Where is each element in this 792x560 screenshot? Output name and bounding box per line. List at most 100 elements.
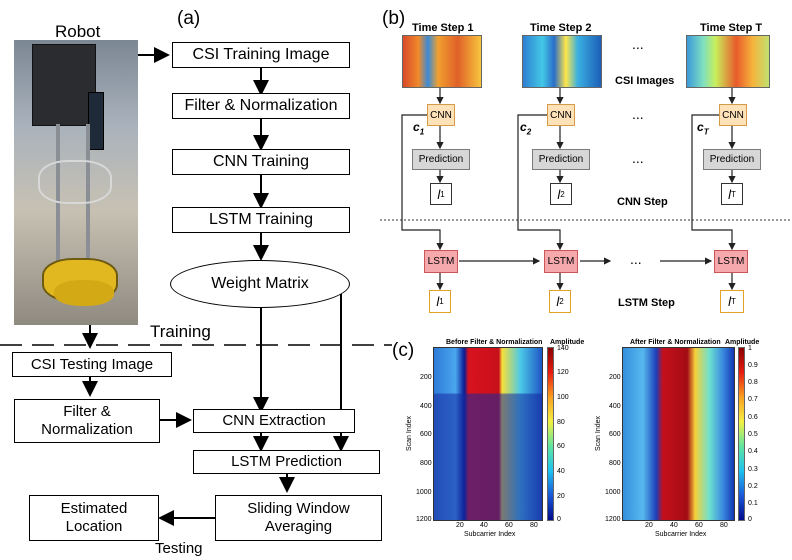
left-xtick: 60 [505,522,513,529]
filter-normalization-2-box: Filter & Normalization [14,399,160,443]
weight-matrix-ellipse: Weight Matrix [170,260,350,308]
lstm-output-t-letter: l [728,294,731,309]
dots-cnn: ... [632,106,644,122]
csi-image-step-2 [522,35,602,88]
right-ylabel: Scan Index [595,415,603,452]
right-cbar-tick: 0.6 [748,414,758,421]
prediction-block-2: Prediction [532,149,590,170]
panel-a-label: (a) [177,8,201,29]
ct-letter: c [697,120,704,134]
c1-label: c1 [413,120,424,136]
dots-top: ... [632,36,644,52]
ct-label: cT [697,120,709,136]
left-cbar-tick: 100 [557,394,569,401]
left-colorbar [547,347,554,521]
cnn-step-label: CNN Step [617,196,668,208]
right-heatmap [622,347,735,521]
cnn-block-t: CNN [719,104,747,126]
left-cbar-tick: 40 [557,468,565,475]
right-xtick: 80 [720,522,728,529]
left-cbar-tick: 120 [557,369,569,376]
left-cbar-tick: 140 [557,345,569,352]
lstm-output-2-letter: l [556,294,560,309]
lstm-step-label: LSTM Step [618,297,675,309]
right-ytick: 200 [609,374,621,381]
left-xtick: 20 [456,522,464,529]
right-amplitude-label: Amplitude [725,339,760,346]
csi-image-step-t [686,35,770,88]
csi-training-image-box: CSI Training Image [172,42,350,68]
robot-phone [88,92,104,150]
cnn-output-1-sub: 1 [440,189,445,199]
right-ytick: 400 [609,403,621,410]
robot-cables [38,160,112,204]
left-ylabel: Scan Index [406,415,414,452]
cnn-training-box: CNN Training [172,149,350,175]
left-xtick: 80 [530,522,538,529]
right-cbar-tick: 0.2 [748,483,758,490]
left-cbar-tick: 0 [557,516,561,523]
training-label: Training [150,322,211,341]
panel-b-label: (b) [382,8,406,29]
lstm-block-2: LSTM [544,250,578,273]
left-ytick: 400 [420,403,432,410]
left-cbar-tick: 60 [557,443,565,450]
prediction-block-1: Prediction [412,149,470,170]
right-cbar-tick: 0.7 [748,396,758,403]
left-heatmap-title: Before Filter & Normalization [446,339,543,346]
c2-letter: c [520,120,527,134]
robot-label: Robot [55,22,101,41]
left-ytick: 1200 [416,516,432,523]
cnn-block-1: CNN [427,104,455,126]
left-cbar-tick: 80 [557,419,565,426]
testing-label: Testing [155,540,203,557]
lstm-output-t-sub: T [731,297,736,306]
right-xtick: 60 [695,522,703,529]
right-cbar-tick: 0.5 [748,431,758,438]
lstm-block-1: LSTM [424,250,458,273]
left-heatmap [433,347,543,521]
time-step-2-label: Time Step 2 [530,22,592,34]
prediction-block-t: Prediction [703,149,761,170]
right-ytick: 1200 [605,516,621,523]
cnn-output-t-letter: l [728,186,731,202]
right-xlabel: Subcarrier Index [655,531,707,538]
ct-subscript: T [703,127,709,137]
right-colorbar [738,347,745,521]
left-xtick: 40 [480,522,488,529]
time-step-1-label: Time Step 1 [412,22,474,34]
right-ytick: 800 [609,460,621,467]
right-cbar-tick: 0.3 [748,466,758,473]
csi-images-label: CSI Images [615,75,675,87]
time-step-t-label: Time Step T [700,22,763,34]
left-amplitude-label: Amplitude [550,339,585,346]
right-cbar-tick: 0.1 [748,500,758,507]
left-ytick: 800 [420,460,432,467]
c2-subscript: 2 [526,127,532,137]
right-cbar-tick: 1 [748,345,752,352]
robot-photo [14,40,138,325]
right-cbar-tick: 0 [748,516,752,523]
sliding-window-box: Sliding Window Averaging [215,495,382,541]
c2-label: c2 [520,120,531,136]
right-xtick: 20 [645,522,653,529]
lstm-training-box: LSTM Training [172,207,350,233]
dots-pred: ... [632,150,644,166]
panel-c-label: (c) [392,340,415,361]
robot-laptop [32,44,96,126]
cnn-output-t-sub: T [731,189,736,199]
cnn-block-2: CNN [547,104,575,126]
lstm-output-1-sub: 1 [439,297,444,306]
csi-testing-image-box: CSI Testing Image [12,352,172,377]
c1-letter: c [413,120,420,134]
right-ytick: 600 [609,431,621,438]
right-cbar-tick: 0.9 [748,362,758,369]
right-heatmap-title: After Filter & Normalization [630,339,721,346]
cnn-output-1-letter: l [437,186,441,202]
left-ytick: 200 [420,374,432,381]
